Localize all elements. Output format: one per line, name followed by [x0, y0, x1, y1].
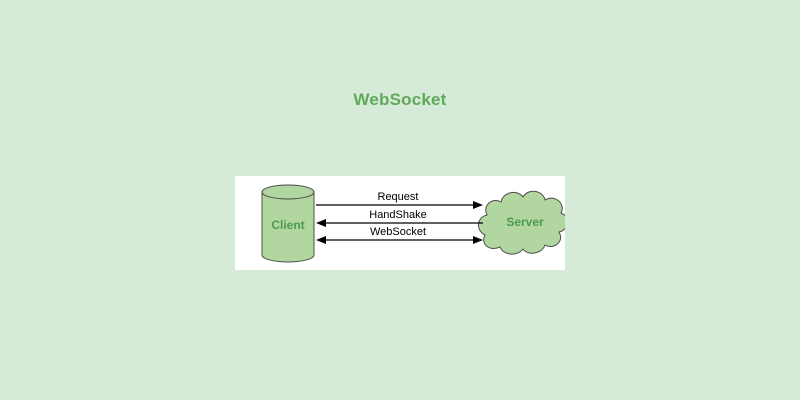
arrow-request-head-right: [473, 201, 483, 209]
arrow-websocket-head-right: [473, 236, 483, 244]
arrow-handshake: HandShake: [316, 209, 483, 227]
diagram-panel: Client Server Request HandShake WebSocke…: [235, 176, 565, 270]
arrow-websocket-head-left: [316, 236, 326, 244]
server-cloud-shape: [478, 190, 565, 255]
server-cloud: Server: [478, 190, 565, 255]
arrow-request-label: Request: [378, 191, 419, 203]
arrow-websocket-label: WebSocket: [370, 226, 426, 238]
client-cylinder-top: [261, 184, 315, 200]
arrow-request: Request: [316, 191, 483, 209]
page-title: WebSocket: [353, 90, 447, 109]
arrow-handshake-head-left: [316, 219, 326, 227]
websocket-diagram: Client Server Request HandShake WebSocke…: [261, 184, 565, 263]
server-label: Server: [506, 215, 544, 229]
client-cylinder: Client: [261, 184, 315, 263]
client-cylinder-body: [261, 191, 315, 263]
arrow-websocket: WebSocket: [316, 226, 483, 244]
arrow-handshake-label: HandShake: [369, 209, 427, 221]
client-label: Client: [271, 218, 304, 232]
